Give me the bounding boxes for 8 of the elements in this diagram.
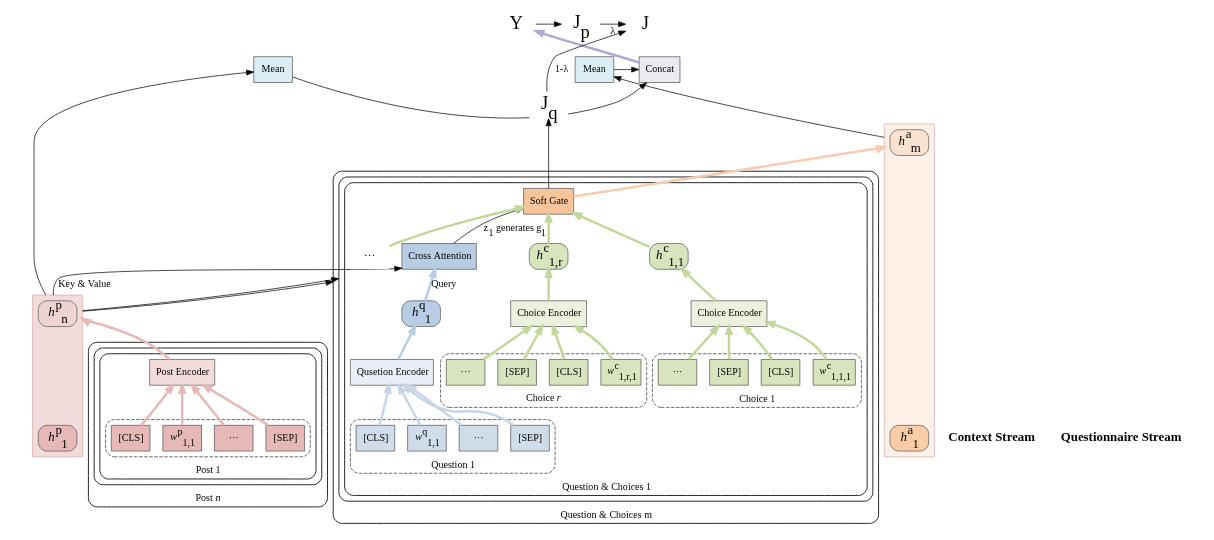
node-text: J [641,11,649,33]
edge-label: Query [430,277,456,289]
edge-label: Key & Value [57,277,111,289]
node-text: Y [509,11,523,33]
edge-label: 1-λ [554,63,568,75]
edge-label: λ [610,25,615,37]
label: Context Stream [947,429,1035,444]
label: Questionnaire Stream [1060,429,1181,444]
